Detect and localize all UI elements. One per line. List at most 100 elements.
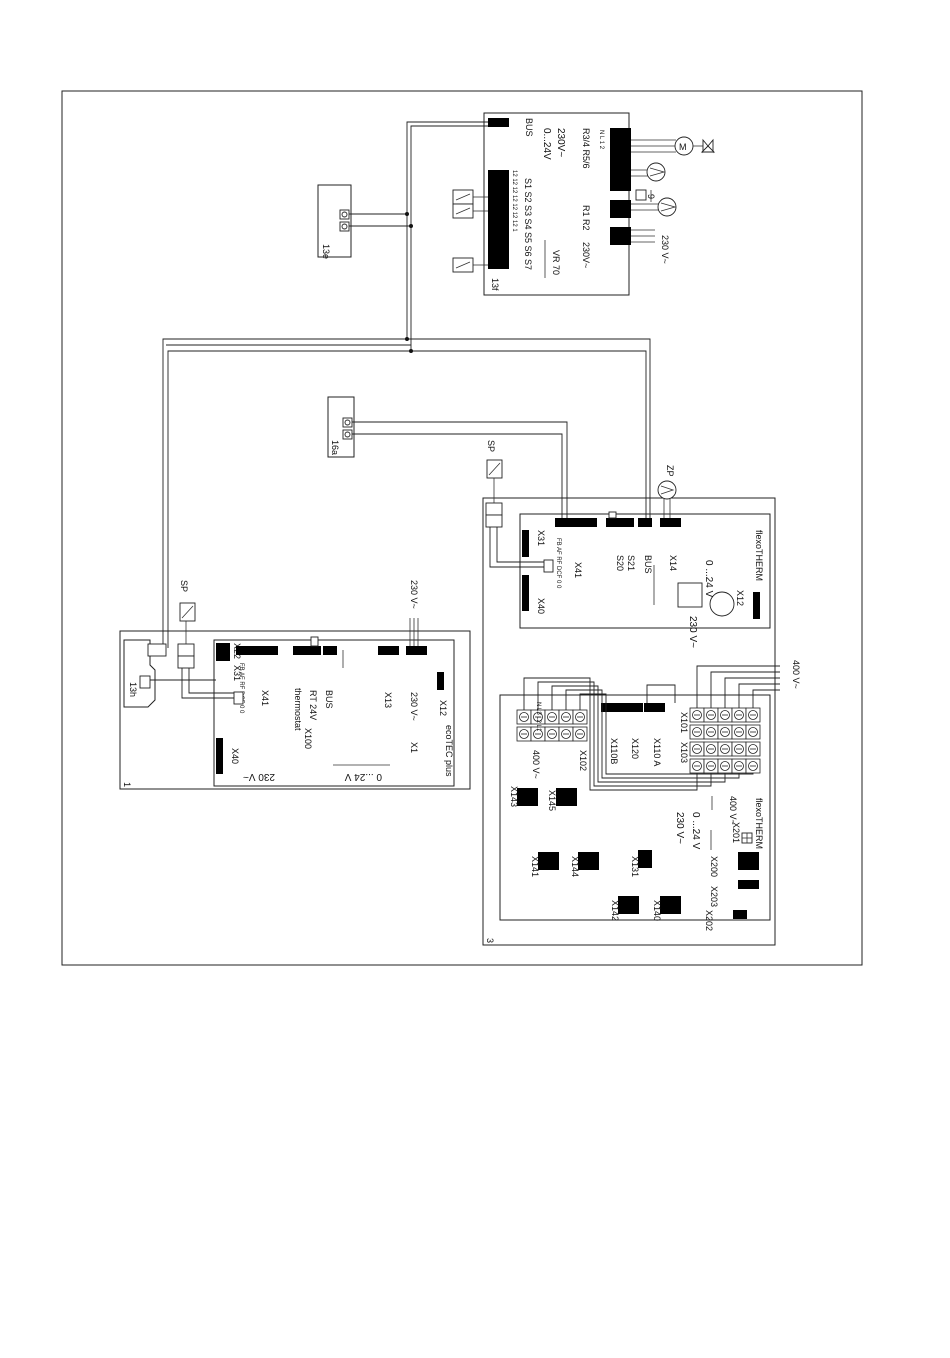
ecotec-rt24v-label: RT 24V [308,690,318,720]
x145-connector [556,788,577,806]
power-mains-label: 230 V~ [674,812,685,844]
flexotherm-outer-box: 3 [482,497,776,946]
vr70-relay-pins: N L 1 2 [598,130,604,150]
sp-top-label: SP [486,440,496,452]
ecotec-x1-label: X1 [409,742,419,753]
flexo-x41-pins: FB AF RF DCF 0 0 [555,538,561,589]
x202-label: X202 [704,910,714,931]
ecotec-x31-label: X31 [232,665,242,681]
x203-label: X203 [709,886,719,907]
ecotec-mains-small-label: 230 V~ [409,692,419,721]
power-supply-small-label: 400 V~ [531,750,541,779]
x110b-connector [601,703,622,712]
x201-label: X201 [731,822,741,843]
ecotec-x22-connector [216,643,230,661]
flexo-s20-label: S20 [615,555,625,571]
flexo-brand-label: flexoTHERM [754,530,764,581]
diagram-frame [61,90,863,966]
flexo-x41-connector [555,518,597,527]
component-16a: 16a [327,396,355,458]
ecotec-id-label: 1 [122,782,132,787]
x143-label: X143 [509,786,519,807]
sp-sensor-left: SP [147,580,244,705]
ecotec-low-voltage-label: 0 ...24 V [344,771,382,782]
ecotec-mains-wires: 230 V~ [409,580,419,646]
vr70-sensor-connectors [488,170,509,269]
ecotec-x41-pins: FB AF RF DCF 0 0 [238,663,244,714]
supply-wiring: 400 V~ [523,660,801,791]
ecotec-x12-connector [437,672,444,690]
x110a-connector [644,703,665,712]
ecotec-x40-connector [216,738,223,774]
flexo-bus-connector [638,518,652,527]
power-low-voltage-label: 0 ...24 V [690,812,701,850]
vr70-low-voltage-label: 0...24V [541,128,552,160]
mixer-motor-icon: M [631,136,716,156]
vr70-sensor-label: S1 S2 S3 S4 S5 S6 S7 [523,178,533,270]
vr70-name-label: VR 70 [551,250,561,275]
x110b-label: X110B [609,738,619,764]
flexo-fuse-icon [709,591,735,617]
flexo-x40-label: X40 [536,598,546,614]
power-supply-label: 400 V~ [791,660,801,689]
zp-pump: ZP [657,465,677,518]
x145-label: X145 [547,790,557,811]
x131-label: X131 [630,856,640,877]
flexo-x12-connector [753,592,760,619]
x203-connector [738,880,759,889]
x101-label: X101 [679,712,689,733]
vr70-peripherals: M 9 230 V~ [452,136,716,273]
flexo-x31-label: X31 [536,530,546,546]
ecotec-mains-label: 230 V~ [243,771,275,782]
sensor-s5-icon [452,189,488,205]
zp-label: ZP [665,465,675,477]
x140-connector [660,896,681,914]
pump-r34-icon [631,162,666,182]
ecotec-x1-connector [406,646,427,655]
x120-label: X120 [630,738,640,759]
flexo-x14-label: X14 [668,555,678,571]
x141-connector [538,852,559,870]
x101-terminals [689,707,761,774]
ecotec-board: X22 X31 FB AF RF DCF 0 0 X41 X40 thermos… [213,636,455,787]
ecotec-bus-connector [323,646,337,655]
sp-left-label: SP [179,580,189,592]
flexo-x14-connector [660,518,681,527]
flexo-x12-label: X12 [735,590,745,606]
vr70-id-label: 13f [490,278,500,291]
flexo-s20-s21-connector [606,518,634,527]
power-brand-label: flexoTHERM [754,798,764,849]
vr70-bus-connector [488,118,509,127]
ecotec-brand-label: ecoTEC plus [444,725,454,777]
ecotec-x100-label: X100 [303,728,313,749]
sensor-s6-icon [452,203,488,219]
x144-label: X144 [570,856,580,877]
ecotec-bus-label: BUS [324,690,334,709]
x200-connector [738,852,759,870]
flexotherm-power-board: N L3 L2 L1 X102 400 V~ X101 X103 [499,694,771,931]
ecotec-thermostat-label: thermostat [293,688,303,731]
flexo-x41-label: X41 [573,562,583,578]
flexo-mains-label: 230 V~ [687,616,698,648]
x144-connector [578,852,599,870]
vr70-high-voltage-label: 230V~ [555,128,566,157]
component-13e-label: 13e [321,244,331,259]
ecotec-x41-label: X41 [260,690,270,706]
vr70-pin-numbers: 12 12 12 12 12 12 12 1 [511,170,517,232]
ecotec-x40-label: X40 [230,748,240,764]
svg-text:M: M [679,142,687,152]
ecotec-x100-connector [293,646,321,655]
x102-terminal-labels: N L3 L2 L1 [535,702,541,732]
vr70-r1r2-label: R1 R2 [581,205,591,231]
x102-label: X102 [578,750,588,771]
x120-connector [622,703,643,712]
vr70-mains-wires: 230 V~ [631,229,670,264]
pump-r2-icon: 9 [631,189,677,217]
vr70-module: BUS 0...24V 230V~ R3/4 R5/6 R1 R2 S1 S2 … [483,112,631,296]
bus-wiring [162,121,651,648]
sensor-s1-icon [452,257,488,273]
x102-terminals [516,709,588,742]
vr70-mains-in-label: 230 V~ [660,235,670,264]
x103-label: X103 [679,742,689,763]
ecotec-mains-in-label: 230 V~ [409,580,419,609]
